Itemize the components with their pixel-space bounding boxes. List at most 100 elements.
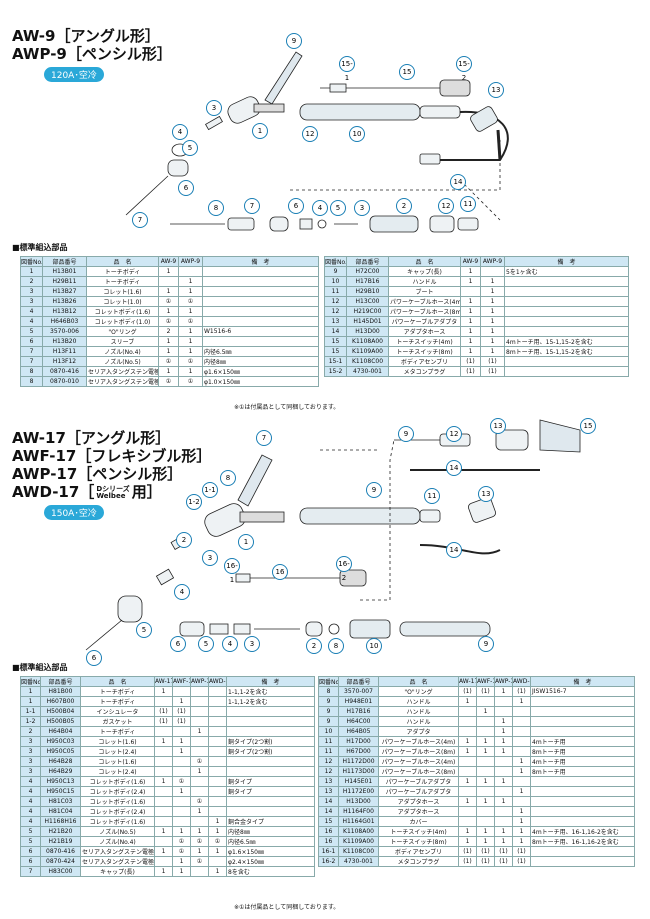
table-cell: 6 xyxy=(20,856,41,867)
diagram2-label-4: 4 xyxy=(174,584,190,600)
table-header-cell: 図番No. xyxy=(318,676,339,687)
table-cell xyxy=(154,746,173,757)
section1-parts-title: ■標準組込部品 xyxy=(12,243,68,252)
table-cell: 0870-424 xyxy=(40,856,81,867)
table-cell xyxy=(530,786,635,797)
table-cell xyxy=(458,766,477,777)
table-cell: H500B04 xyxy=(40,706,81,717)
table-cell: カバー xyxy=(378,816,459,827)
table-cell: φ1.6×150㎜ xyxy=(226,846,315,857)
table-cell: H64B04 xyxy=(40,726,81,737)
table-cell: コレットボディ(1.6) xyxy=(80,776,155,787)
table-cell: 3 xyxy=(20,756,41,767)
section2-title-line4-prefix: AWD-17［ xyxy=(12,483,95,501)
table-cell: (1) xyxy=(458,856,477,867)
diagram1-label-4: 4 xyxy=(172,124,188,140)
table-cell: (1) xyxy=(458,686,477,697)
table-cell: 14 xyxy=(318,806,339,817)
table-cell: 1 xyxy=(190,766,209,777)
table-cell: H21B19 xyxy=(40,836,81,847)
table-cell: 9 xyxy=(318,716,339,727)
table-cell: セリア入タングステン電極 xyxy=(80,856,155,867)
table-cell xyxy=(172,796,191,807)
table-cell: 1 xyxy=(476,706,495,717)
table-cell: 5 xyxy=(20,826,41,837)
table-cell: K1108A00 xyxy=(338,826,379,837)
table-cell: ① xyxy=(190,756,209,767)
table-cell xyxy=(512,776,531,787)
diagram2-label-4b: 4 xyxy=(222,636,238,652)
table-cell: φ1.0×150㎜ xyxy=(202,376,319,387)
table-header-cell: 品 名 xyxy=(378,676,459,687)
diagram2-label-13: 13 xyxy=(490,418,506,434)
table-cell: H81C03 xyxy=(40,796,81,807)
table-cell: 1 xyxy=(494,776,513,787)
table-cell xyxy=(494,696,513,707)
table-cell: 1 xyxy=(512,786,531,797)
table-cell xyxy=(208,746,227,757)
table-cell xyxy=(512,726,531,737)
table-cell xyxy=(530,726,635,737)
table-cell xyxy=(476,806,495,817)
table-cell: 1 xyxy=(476,836,495,847)
table-cell: 1 xyxy=(512,836,531,847)
table-cell: H83C00 xyxy=(40,866,81,877)
table-cell: (1) xyxy=(512,686,531,697)
diagram1-label-7a: 7 xyxy=(132,212,148,228)
diagram1-label-5: 5 xyxy=(182,140,198,156)
table-cell xyxy=(190,696,209,707)
section2-title-line4-suffix: 用］ xyxy=(131,483,162,501)
table-cell: コレット(1.6) xyxy=(80,756,155,767)
table-cell xyxy=(226,706,315,717)
table-cell xyxy=(458,786,477,797)
table-cell: コレットボディ(1.6) xyxy=(80,816,155,827)
section1-title-line2: AWP-9［ペンシル形］ xyxy=(12,45,172,63)
table-cell: 銅タイプ(2つ割) xyxy=(226,746,315,757)
table-cell: 1-1,1-2を含む xyxy=(226,686,315,697)
table-header-cell: 備 考 xyxy=(226,676,315,687)
diagram2-label-14: 14 xyxy=(446,460,462,476)
table-cell: K1108C00 xyxy=(338,846,379,857)
table-header-cell: AW-17 xyxy=(154,676,173,687)
diagram1-label-5b: 5 xyxy=(330,200,346,216)
table-cell: 9 xyxy=(318,696,339,707)
table-cell xyxy=(190,686,209,697)
diagram2-label-2: 2 xyxy=(176,532,192,548)
table-cell xyxy=(530,816,635,827)
table-cell xyxy=(530,706,635,717)
table-cell: 7 xyxy=(20,866,41,877)
table-cell: H64C00 xyxy=(338,716,379,727)
table-cell: 4 xyxy=(20,786,41,797)
table-cell: 8mトーチ用 xyxy=(530,746,635,757)
table-cell: 銅合金タイプ xyxy=(226,816,315,827)
table-cell: ① xyxy=(172,846,191,857)
table-header-cell: AWP-17 xyxy=(494,676,513,687)
table-cell: 10 xyxy=(318,726,339,737)
table-cell: 1 xyxy=(190,806,209,817)
table-cell: コレット(2.4) xyxy=(80,766,155,777)
table-cell: 1 xyxy=(154,846,173,857)
table-cell xyxy=(208,686,227,697)
table-cell: 1 xyxy=(208,866,227,877)
diagram2-label-9: 9 xyxy=(398,426,414,442)
table-cell: 3570-007 xyxy=(338,686,379,697)
table-cell: (1) xyxy=(494,846,513,857)
welbee-name: Welbee xyxy=(96,491,126,500)
table-cell: H500B05 xyxy=(40,716,81,727)
table-cell: 8mトーチ用 xyxy=(530,766,635,777)
diagram1-label-3: 3 xyxy=(206,100,222,116)
